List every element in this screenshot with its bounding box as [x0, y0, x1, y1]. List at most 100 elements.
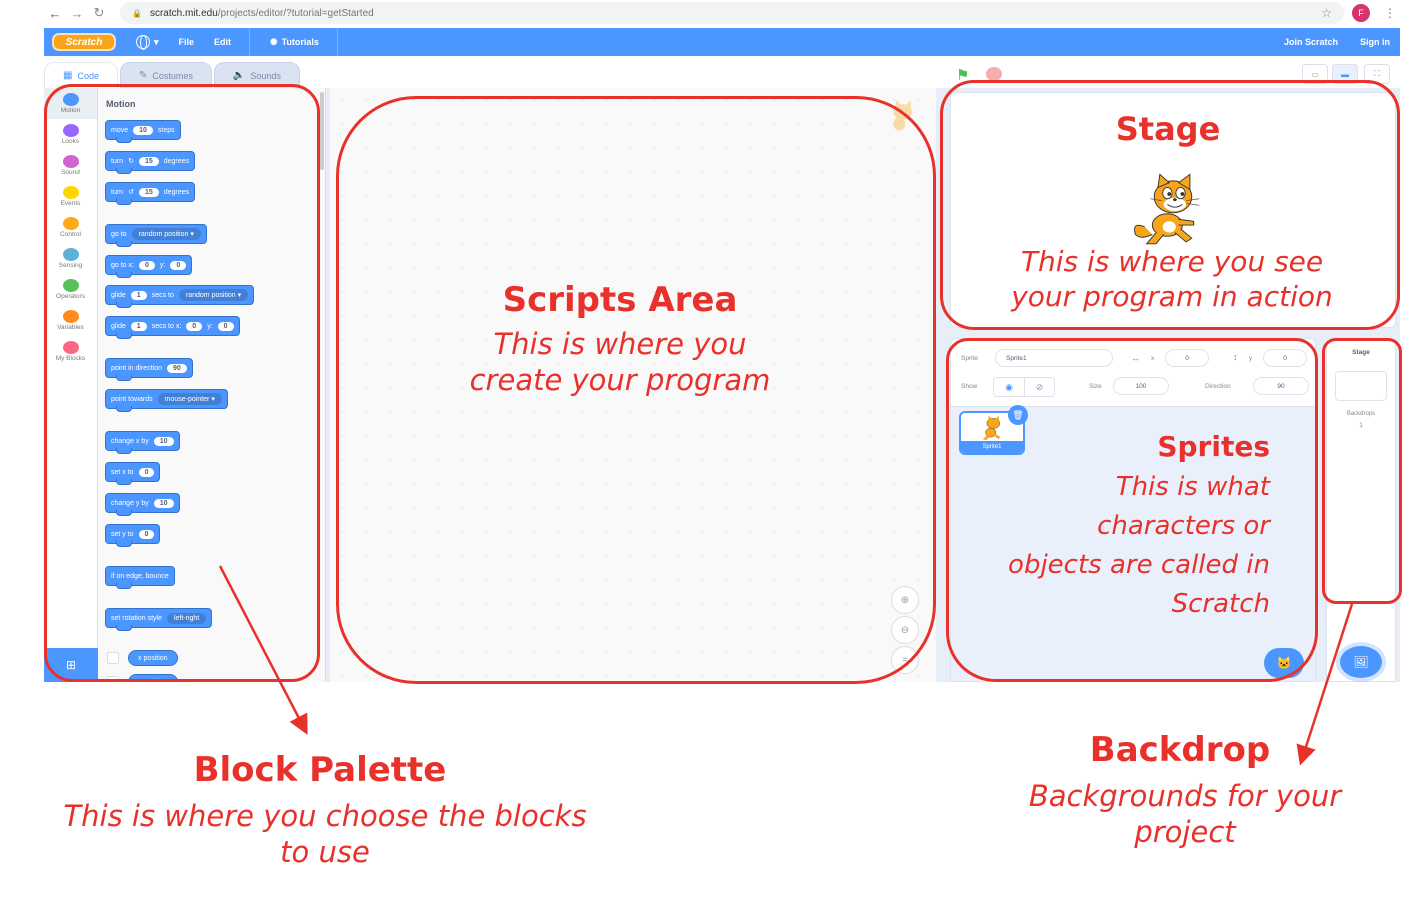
y-position-checkbox[interactable] [107, 676, 119, 682]
tab-code[interactable]: ▦ Code [44, 62, 118, 88]
category-my-blocks[interactable]: My Blocks [44, 336, 97, 367]
category-control[interactable]: Control [44, 212, 97, 243]
block-go-to[interactable]: go to random position ▾ [105, 224, 207, 247]
x-position-checkbox[interactable] [107, 652, 119, 664]
url-host: scratch.mit.edu [149, 7, 218, 19]
back-icon[interactable]: ← [48, 5, 62, 21]
category-sound[interactable]: Sound [44, 150, 97, 181]
block-text: glide [111, 322, 126, 330]
zoom-reset-button[interactable]: = [891, 646, 919, 674]
block-input[interactable]: 0 [186, 321, 203, 331]
sprite-name-input[interactable]: Sprite1 [995, 349, 1113, 367]
block-rotation-style[interactable]: set rotation style left-right [105, 608, 213, 631]
category-operators[interactable]: Operators [44, 274, 97, 305]
block-dropdown[interactable]: left-right [166, 612, 207, 624]
block-text: y: [159, 261, 166, 269]
block-dropdown[interactable]: random position ▾ [178, 289, 249, 301]
edit-menu[interactable]: Edit [214, 37, 232, 47]
tutorials-menu[interactable]: ✺ Tutorials [270, 37, 319, 48]
stage-target-pane[interactable]: Stage Backdrops 1 [1326, 338, 1396, 682]
block-input[interactable]: 0 [138, 467, 155, 477]
small-stage-button[interactable]: ▭ [1302, 64, 1328, 84]
url-path: /projects/editor/?tutorial=getStarted [217, 7, 374, 19]
sign-in-link[interactable]: Sign in [1360, 37, 1390, 47]
show-eye-icon[interactable]: ◉ [994, 378, 1024, 396]
category-variables[interactable]: Variables [44, 305, 97, 336]
block-input[interactable]: 15 [138, 187, 159, 197]
x-input[interactable]: 0 [1165, 349, 1209, 367]
stop-sign-icon[interactable] [986, 67, 1002, 81]
block-input[interactable]: 1 [130, 290, 147, 300]
block-move-steps[interactable]: move 10 steps [105, 120, 181, 143]
address-bar[interactable]: 🔒 scratch.mit.edu /projects/editor/?tuto… [120, 2, 1344, 24]
category-looks[interactable]: Looks [44, 119, 97, 150]
browser-menu-icon[interactable]: ⋮ [1384, 6, 1396, 20]
category-dot-icon [62, 279, 79, 292]
category-motion[interactable]: Motion [44, 88, 97, 119]
block-go-to-xy[interactable]: go to x: 0 y: 0 [105, 255, 193, 278]
reporter-x-position[interactable]: x position [128, 650, 178, 666]
block-input[interactable]: 10 [133, 125, 153, 135]
size-input[interactable]: 100 [1113, 377, 1169, 395]
hide-eye-icon[interactable]: ⊘ [1024, 378, 1054, 396]
add-extension-button[interactable]: ⊞ [44, 648, 98, 682]
block-input[interactable]: 90 [166, 363, 187, 373]
block-glide-to[interactable]: glide 1 secs to random position ▾ [105, 285, 255, 308]
choose-sprite-button[interactable]: 🐱 [1264, 648, 1304, 678]
reload-icon[interactable]: ↻ [93, 5, 105, 20]
block-dropdown[interactable]: mouse-pointer ▾ [157, 393, 222, 405]
sprite-pane: Sprite Sprite1 ↔ x 0 ↕ y 0 Show ◉ ⊘ Size… [950, 338, 1316, 682]
bookmark-star-icon[interactable]: ☆ [1321, 6, 1332, 20]
block-point-towards[interactable]: point towards mouse-pointer ▾ [105, 389, 228, 412]
tab-costumes[interactable]: ✎ Costumes [119, 62, 212, 88]
forward-icon[interactable]: → [70, 5, 84, 21]
reporter-y-position[interactable]: y position [128, 674, 178, 682]
profile-avatar[interactable]: F [1352, 4, 1370, 22]
block-input[interactable]: 1 [130, 321, 147, 331]
block-input[interactable]: 0 [217, 321, 234, 331]
block-input[interactable]: 10 [153, 436, 174, 446]
block-turn-left[interactable]: turn ↺ 15 degrees [105, 182, 196, 205]
block-set-x[interactable]: set x to 0 [105, 462, 161, 485]
block-text: move [111, 126, 129, 134]
scratch-logo[interactable]: Scratch [52, 33, 116, 51]
green-flag-icon[interactable]: ⚑ [956, 67, 970, 84]
block-glide-xy[interactable]: glide 1 secs to x: 0 y: 0 [105, 316, 240, 339]
block-input[interactable]: 0 [138, 260, 155, 270]
join-scratch-link[interactable]: Join Scratch [1283, 37, 1338, 47]
palette-scrollbar[interactable] [320, 92, 324, 170]
zoom-out-button[interactable]: ⊖ [891, 616, 919, 644]
category-sensing[interactable]: Sensing [44, 243, 97, 274]
block-input[interactable]: 0 [138, 529, 155, 539]
normal-stage-button[interactable]: ▬ [1332, 64, 1358, 84]
block-bounce[interactable]: if on edge, bounce [105, 566, 175, 589]
rotate-clockwise-icon: ↻ [128, 158, 134, 165]
block-text: point in direction [111, 364, 162, 372]
delete-sprite-button[interactable]: 🗑 [1008, 405, 1028, 425]
tab-sounds[interactable]: 🔈 Sounds [213, 62, 300, 88]
fullscreen-button[interactable]: ⛶ [1364, 64, 1390, 84]
block-set-y[interactable]: set y to 0 [105, 524, 161, 547]
y-input[interactable]: 0 [1263, 349, 1307, 367]
block-input[interactable]: 0 [170, 260, 187, 270]
annotation-title-sprites: Sprites [1157, 430, 1270, 463]
block-dropdown[interactable]: random position ▾ [131, 228, 201, 240]
language-menu[interactable]: ▾ [136, 35, 159, 50]
block-text: glide [111, 291, 126, 299]
sprite-thumbnail-icon [982, 415, 1001, 440]
direction-input[interactable]: 90 [1253, 377, 1309, 395]
zoom-in-button[interactable]: ⊕ [891, 586, 919, 614]
block-text: go to x: [111, 261, 134, 269]
block-text: go to [111, 230, 127, 238]
block-input[interactable]: 10 [153, 498, 174, 508]
block-turn-right[interactable]: turn ↻ 15 degrees [105, 151, 196, 174]
backdrop-thumbnail[interactable] [1335, 371, 1387, 401]
block-point-direction[interactable]: point in direction 90 [105, 358, 193, 381]
category-events[interactable]: Events [44, 181, 97, 212]
block-input[interactable]: 15 [138, 156, 159, 166]
file-menu[interactable]: File [178, 37, 195, 47]
block-change-y[interactable]: change y by 10 [105, 493, 180, 516]
choose-backdrop-button[interactable]: 🖼 [1340, 646, 1382, 678]
block-change-x[interactable]: change x by 10 [105, 431, 180, 454]
scripts-area[interactable] [330, 88, 936, 682]
